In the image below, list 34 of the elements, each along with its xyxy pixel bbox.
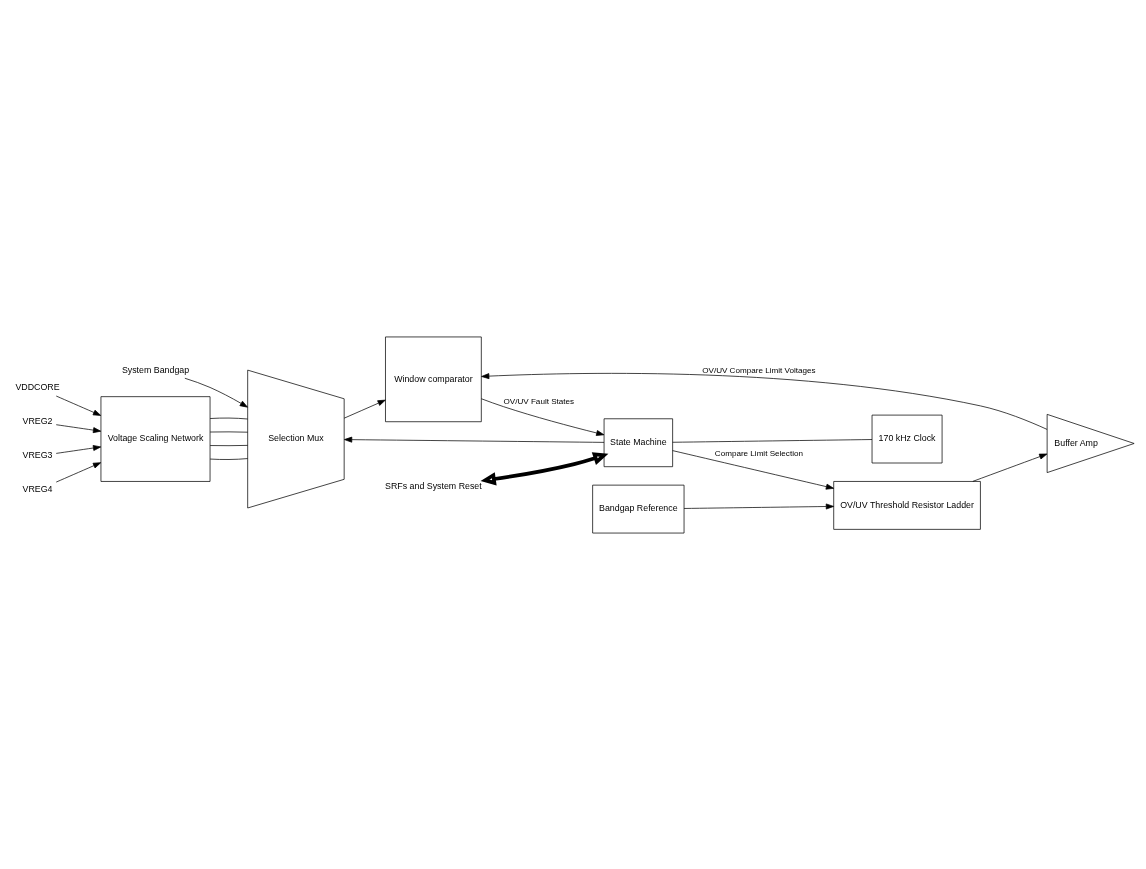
- node-text: VREG2: [22, 415, 53, 426]
- node-box: State Machine: [603, 417, 673, 467]
- edge-label: Compare Limit Selection: [714, 448, 803, 458]
- arrow: [55, 395, 102, 416]
- arrow: [481, 397, 605, 436]
- connector: [209, 431, 248, 433]
- edge-label: OV/UV Fault States: [503, 396, 575, 406]
- node-box: Window comparator: [385, 336, 482, 422]
- arrow: [683, 503, 834, 509]
- node-text: SRFs and System Reset: [385, 480, 482, 491]
- node-box: 170 kHz Clock: [871, 414, 943, 463]
- arrow: [481, 372, 1048, 430]
- arrow: [480, 451, 609, 485]
- arrow: [343, 399, 386, 419]
- arrow: [55, 444, 102, 454]
- arrow: [672, 449, 834, 490]
- node-box: Voltage Scaling Network: [100, 395, 211, 482]
- connector: [672, 438, 873, 443]
- node-text: System Bandgap: [121, 364, 190, 375]
- node-box: Selection Mux: [247, 369, 345, 508]
- connector: [209, 457, 248, 460]
- edge-label: OV/UV Compare Limit Voltages: [702, 365, 816, 375]
- node-text: VDDCORE: [15, 381, 60, 392]
- arrow: [55, 461, 102, 482]
- node-box: OV/UV Threshold Resistor Ladder: [833, 480, 981, 530]
- arrow: [184, 377, 248, 408]
- node-text: VREG4: [22, 483, 53, 494]
- arrow: [344, 436, 605, 443]
- node-text: VREG3: [22, 449, 53, 460]
- node-box: Bandgap Reference: [592, 484, 685, 533]
- connector: [209, 444, 248, 446]
- arrow: [972, 453, 1048, 482]
- connector: [209, 417, 248, 419]
- arrow: [55, 423, 102, 433]
